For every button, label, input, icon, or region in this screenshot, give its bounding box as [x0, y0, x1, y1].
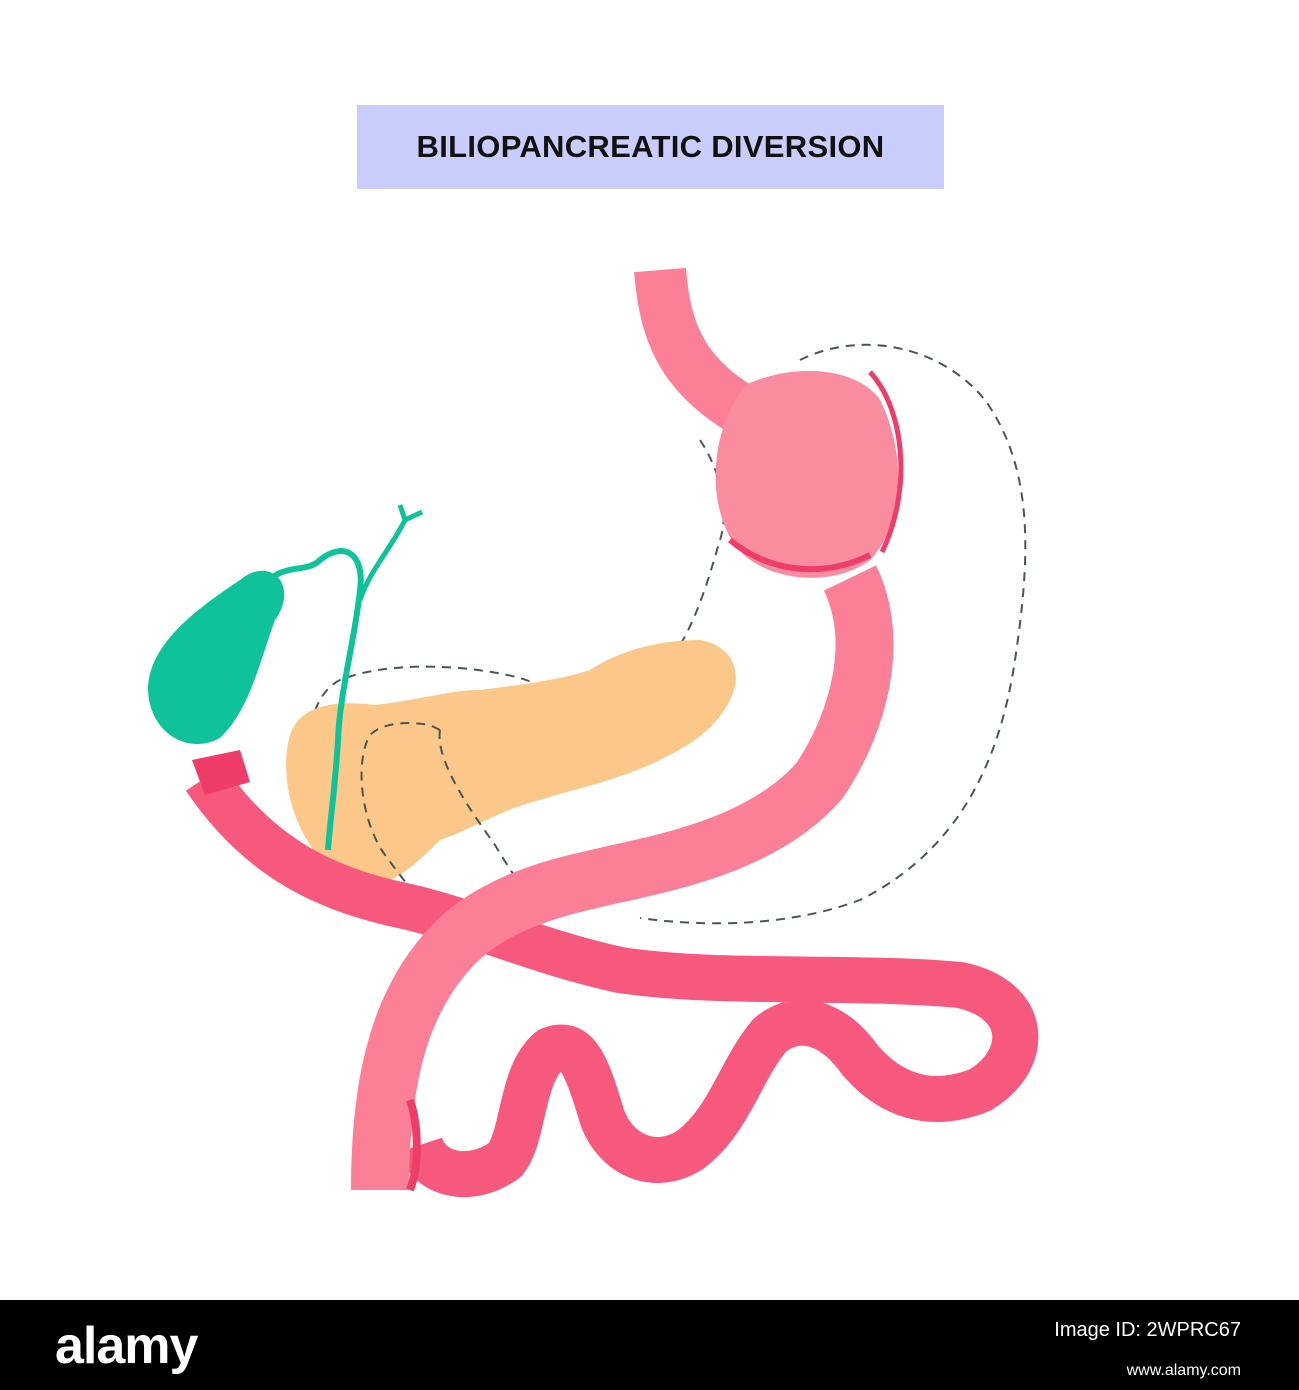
- pancreas-duct-outline: [360, 722, 526, 896]
- alimentary-limb: [351, 565, 894, 1191]
- removed-stomach-outline: [639, 343, 1027, 925]
- alamy-logo: alamy: [55, 1317, 198, 1375]
- gallbladder: [148, 570, 285, 745]
- title-banner: BILIOPANCREATIC DIVERSION: [357, 105, 944, 189]
- pancreas: [286, 640, 736, 885]
- stomach-staple-line: [868, 370, 904, 554]
- image-id-label: Image ID: 2WPRC67: [1054, 1319, 1241, 1341]
- limb-anastomosis: [406, 1098, 421, 1192]
- biliopancreatic-limb: [185, 764, 1039, 1198]
- diagram-title: BILIOPANCREATIC DIVERSION: [416, 129, 885, 164]
- bile-duct: [259, 548, 364, 851]
- hepatic-duct: [357, 504, 424, 601]
- duodenum-end-cap: [192, 750, 250, 795]
- anatomy-illustration: [148, 267, 1039, 1198]
- footer-bar: [0, 1300, 1299, 1390]
- removed-stomach-outline-inner: [307, 439, 725, 916]
- site-url: www.alamy.com: [1126, 1362, 1241, 1379]
- pylorus-staple-line: [728, 537, 872, 573]
- stomach-pouch: [715, 370, 899, 578]
